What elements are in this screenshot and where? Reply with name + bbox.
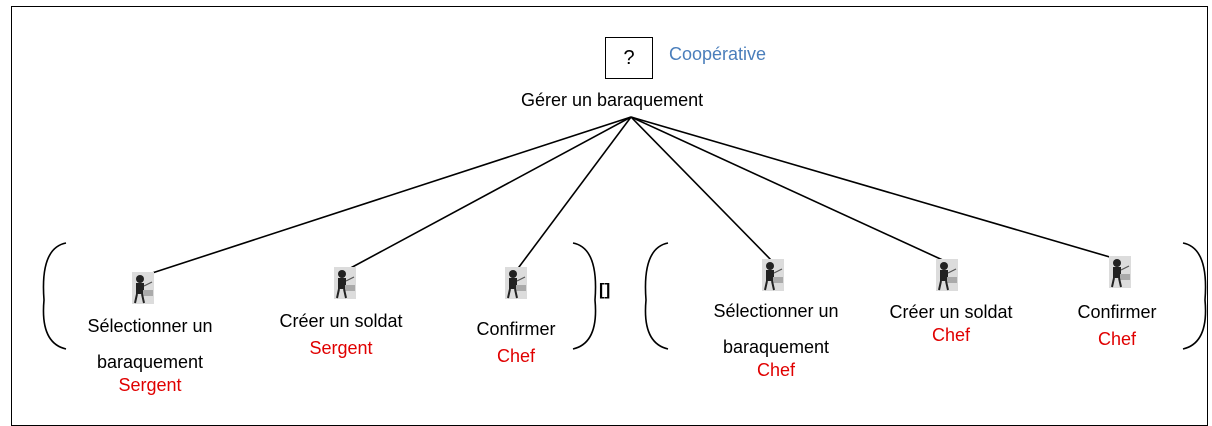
task-name-line: baraquement	[722, 337, 830, 357]
task-name-line: Créer un soldat	[889, 302, 1013, 322]
root-task-label: Gérer un baraquement	[521, 90, 704, 110]
task-name-line: baraquement	[96, 352, 204, 372]
task-left-create-soldier: Créer un soldat Sergent	[279, 310, 402, 360]
task-name-line: Sélectionner un	[713, 301, 839, 321]
task-name-line: Confirmer	[476, 319, 556, 339]
user-task-icon	[936, 259, 958, 291]
task-left-confirm: Confirmer Chef	[476, 318, 555, 368]
operator-box: ?	[605, 37, 653, 79]
user-task-icon	[505, 267, 527, 299]
user-task-icon	[1109, 256, 1131, 288]
task-right-create-soldier: Créer un soldat Chef	[889, 301, 1012, 347]
operator-symbol: ?	[623, 46, 635, 69]
user-task-icon	[762, 259, 784, 291]
task-left-select-barrack: Sélectionner un baraquement Sergent	[87, 315, 212, 397]
user-task-icon	[132, 272, 154, 304]
task-right-select-barrack: Sélectionner un baraquement Chef	[713, 300, 838, 382]
task-role: Chef	[931, 325, 971, 345]
task-name-line: Confirmer	[1077, 302, 1157, 322]
task-name-line: Sélectionner un	[87, 316, 213, 336]
operator-type-label: Coopérative	[669, 44, 767, 64]
task-role: Sergent	[118, 375, 182, 395]
task-role: Chef	[496, 346, 536, 366]
task-role: Chef	[756, 360, 796, 380]
task-role: Chef	[1097, 329, 1137, 349]
task-right-confirm: Confirmer Chef	[1077, 301, 1156, 351]
choice-operator: []	[599, 280, 611, 299]
task-role: Sergent	[309, 338, 373, 358]
task-name-line: Créer un soldat	[279, 311, 403, 331]
user-task-icon	[334, 267, 356, 299]
